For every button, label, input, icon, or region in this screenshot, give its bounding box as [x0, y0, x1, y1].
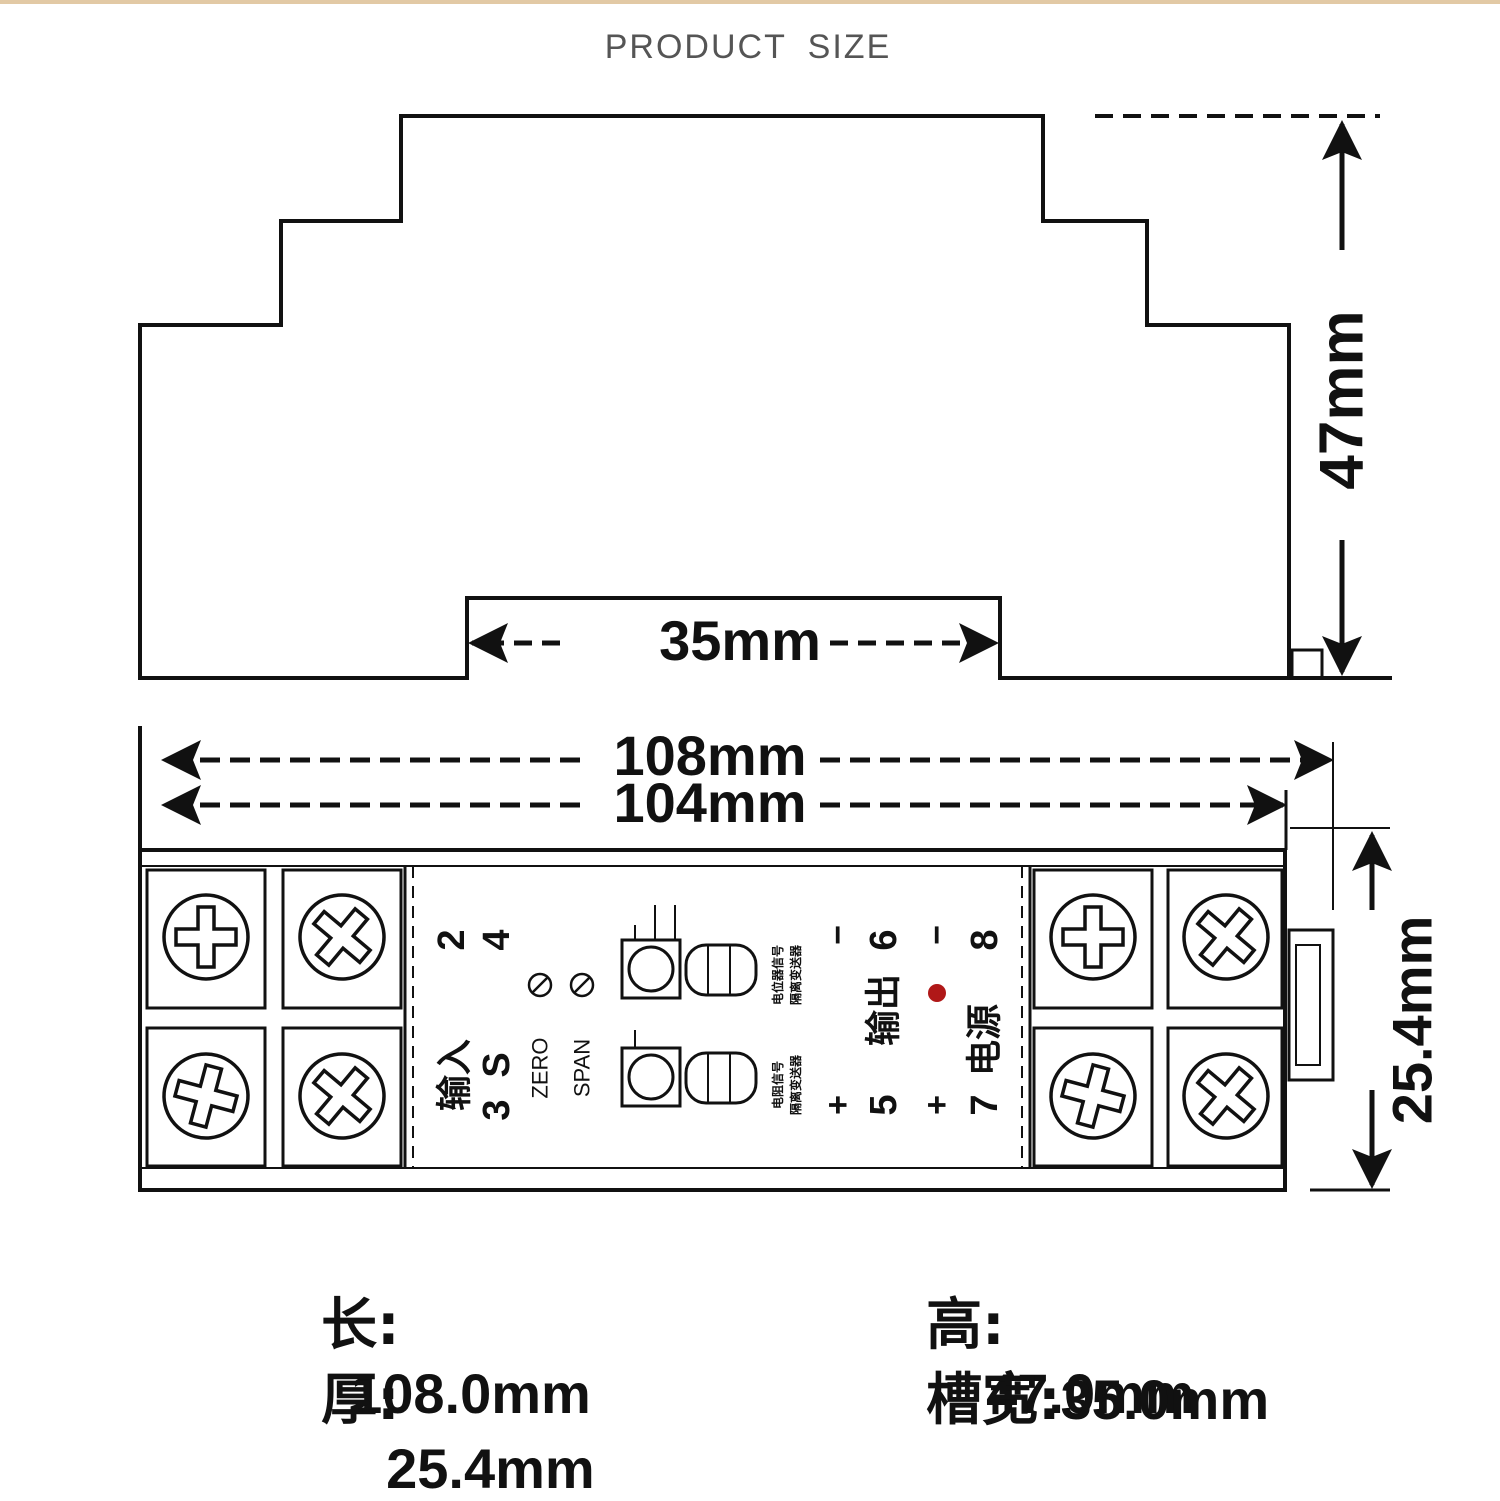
- terminal-block-right: [1032, 868, 1284, 1168]
- label-zero: ZERO: [528, 1037, 553, 1098]
- screw-icon: [1182, 1052, 1270, 1140]
- pin-5: 5: [863, 1094, 905, 1115]
- pin-4: 4: [476, 929, 518, 950]
- screw-icon: [162, 893, 250, 981]
- span-potentiometer: [620, 1030, 758, 1108]
- top-view: 108mm 104mm: [138, 724, 1444, 1192]
- screw-icon: [1049, 1052, 1137, 1140]
- length-total-label: 108mm: [613, 724, 806, 787]
- plus-output: +: [819, 1095, 857, 1115]
- label-output: 输出: [864, 974, 905, 1046]
- label-power: 电源: [965, 1004, 1006, 1076]
- thickness-dimension-label: 25.4mm: [1381, 916, 1444, 1125]
- spec-slot-label: 槽宽:: [926, 1368, 1061, 1433]
- page-title: PRODUCT SIZE: [604, 28, 892, 66]
- length-body-label: 104mm: [613, 771, 806, 834]
- small-text-4: 隔离变送器: [788, 944, 803, 1005]
- spec-thickness-label: 厚:: [321, 1368, 400, 1433]
- spec-slot-width: 槽宽:35.0mm: [895, 1290, 1269, 1436]
- label-span: SPAN: [570, 1039, 595, 1097]
- pin-8: 8: [964, 929, 1006, 950]
- pin-2: 2: [431, 929, 473, 950]
- screw-icon: [162, 1052, 250, 1140]
- pin-3: 3: [476, 1099, 518, 1120]
- housing-outline: [138, 114, 1291, 680]
- spec-thickness-value: 25.4mm: [386, 1437, 595, 1500]
- power-led: [928, 984, 946, 1002]
- plus-power: +: [918, 1095, 956, 1115]
- pin-s: S: [476, 1052, 518, 1077]
- height-dimension-label: 47mm: [1308, 310, 1377, 489]
- pin-7: 7: [964, 1094, 1006, 1115]
- screw-icon: [298, 1052, 386, 1140]
- dimension-drawing: 47mm 35mm 108mm 104mm: [138, 114, 1444, 1192]
- module-body: [138, 848, 1287, 1192]
- label-input: 输入: [435, 1039, 476, 1111]
- spec-height-label: 高:: [926, 1293, 1005, 1358]
- accent-top-line: [0, 0, 1500, 4]
- slot-dimension-label: 35mm: [659, 609, 821, 672]
- terminal-block-left: [145, 868, 403, 1168]
- small-text-3: 电位器信号: [770, 945, 785, 1005]
- side-profile-view: 47mm 35mm: [138, 114, 1392, 680]
- small-text-2: 隔离变送器: [788, 1054, 803, 1115]
- small-text-1: 电阻信号: [770, 1061, 785, 1109]
- screw-icon: [1049, 893, 1137, 981]
- screw-icon: [298, 893, 386, 981]
- spec-thickness: 厚: 25.4mm: [290, 1290, 595, 1501]
- minus-output: −: [819, 925, 857, 945]
- screw-icon: [1182, 893, 1270, 981]
- zero-potentiometer: [620, 905, 758, 1000]
- pin-6: 6: [863, 929, 905, 950]
- spec-slot-value: 35.0mm: [1060, 1368, 1270, 1431]
- minus-power: −: [918, 925, 956, 945]
- spec-length-label: 长:: [321, 1293, 400, 1358]
